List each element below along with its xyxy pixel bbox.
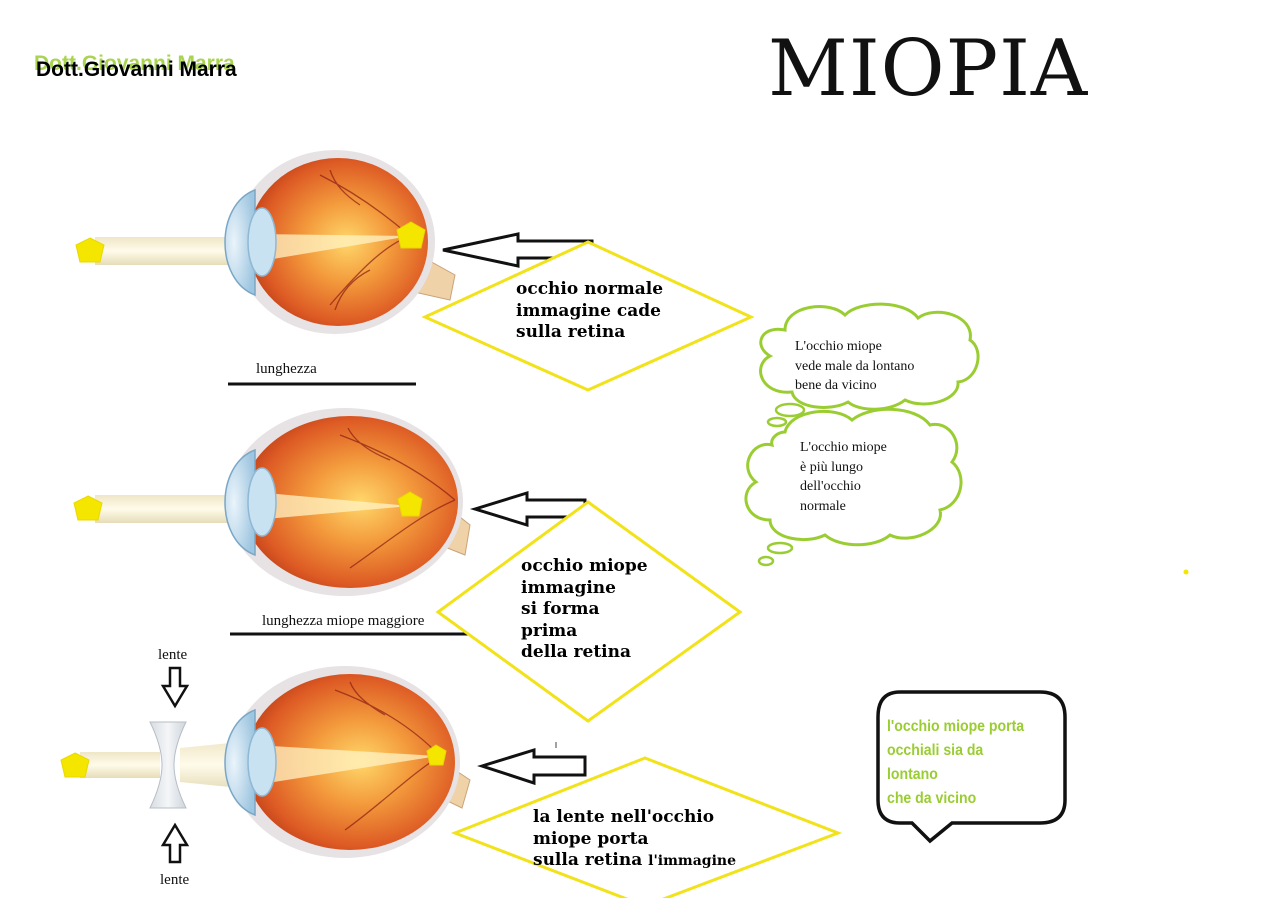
arrow-left-icon [477,747,587,786]
thought-dot [757,555,775,567]
concave-lens-icon [149,721,187,809]
light-beam [80,752,160,778]
diamond-text-normal: occhio normale immagine cade sulla retin… [516,279,663,344]
crystalline-lens [247,207,277,277]
diamond-text-myopic: occhio miope immagine si forma prima del… [521,556,648,664]
star-object-icon [73,495,103,521]
cornea [224,448,256,557]
diamond-corrected [450,756,843,898]
diamond-line: sulla retina [516,322,626,342]
diamond-line: si forma [521,599,600,619]
thought-dot [766,541,794,555]
diamond-line: occhio normale [516,279,664,299]
thought-dot [774,402,806,418]
diamond-line: sulla retina l'immagine [533,850,736,870]
author-name: Dott.Giovanni Marra [36,58,237,81]
blood-vessels [339,427,456,569]
length-label-myopic: lunghezza miope maggiore [262,613,425,629]
star-object-icon [75,237,105,263]
cloud-line: è più lungo [800,459,863,475]
length-label-normal: lunghezza [256,361,317,377]
focus-rays [255,492,410,520]
star-image-icon [397,491,423,517]
cornea [224,708,256,817]
diamond-text-corrected: la lente nell'occhio miope porta sulla r… [533,807,736,873]
bubble-line: l'occhio miope porta [887,718,1025,735]
diamond-line: prima [521,620,578,641]
thought-dot [766,416,788,428]
author-shadow: Dott.Giovanni Marra [34,52,235,75]
eye-corrected [80,666,471,858]
speech-bubble-text: l'occhio miope porta occhiali sia da lon… [887,715,1024,811]
thought-cloud-top [759,302,980,411]
speck [1183,569,1189,575]
diamond-myopic [435,500,743,723]
cloud-line: dell'occhio [800,479,861,494]
arrow-down-icon [160,666,190,709]
diamond-line: miope porta [533,828,649,849]
focus-rays [255,745,438,785]
diamond-line: immagine cade [516,300,661,321]
page-title: MIOPIA [768,24,1089,114]
thought-cloud-bottom [744,407,963,547]
cloud-line: bene da vicino [795,378,877,393]
eye-normal [95,150,456,334]
cloud-text-bottom: L'occhio miope è più lungo dell'occhio n… [800,438,887,516]
diamond-line-tail: l'immagine [648,853,736,869]
diamond-line: immagine [521,577,616,598]
bubble-line: che da vicino [887,790,977,807]
diamond-line: occhio miope [521,556,648,576]
lens-label-top: lente [158,647,188,663]
diamond-line: della retina [521,642,632,662]
diamond-line: la lente nell'occhio [533,807,715,827]
crystalline-lens [247,727,277,797]
star-image-icon [396,221,426,249]
diamond-normal [421,240,755,392]
crystalline-lens [247,467,277,537]
blood-vessels [319,169,411,311]
star-object-icon [60,752,90,778]
speech-bubble [876,690,1067,844]
cloud-text-top: L'occhio miope vede male da lontano bene… [795,337,914,396]
cloud-line: L'occhio miope [800,440,887,455]
star-image-icon [426,744,447,766]
bubble-line: lontano [887,766,938,783]
bubble-line: occhiali sia da [887,742,984,759]
cloud-line: vede male da lontano [795,358,915,374]
arrow-up-icon [160,822,190,864]
cloud-line: L'occhio miope [795,339,882,354]
cornea [224,188,256,297]
focus-rays [255,234,410,262]
eye-myopic [95,408,471,596]
cloud-line: normale [800,498,846,514]
lens-label-bottom: lente [160,872,190,888]
